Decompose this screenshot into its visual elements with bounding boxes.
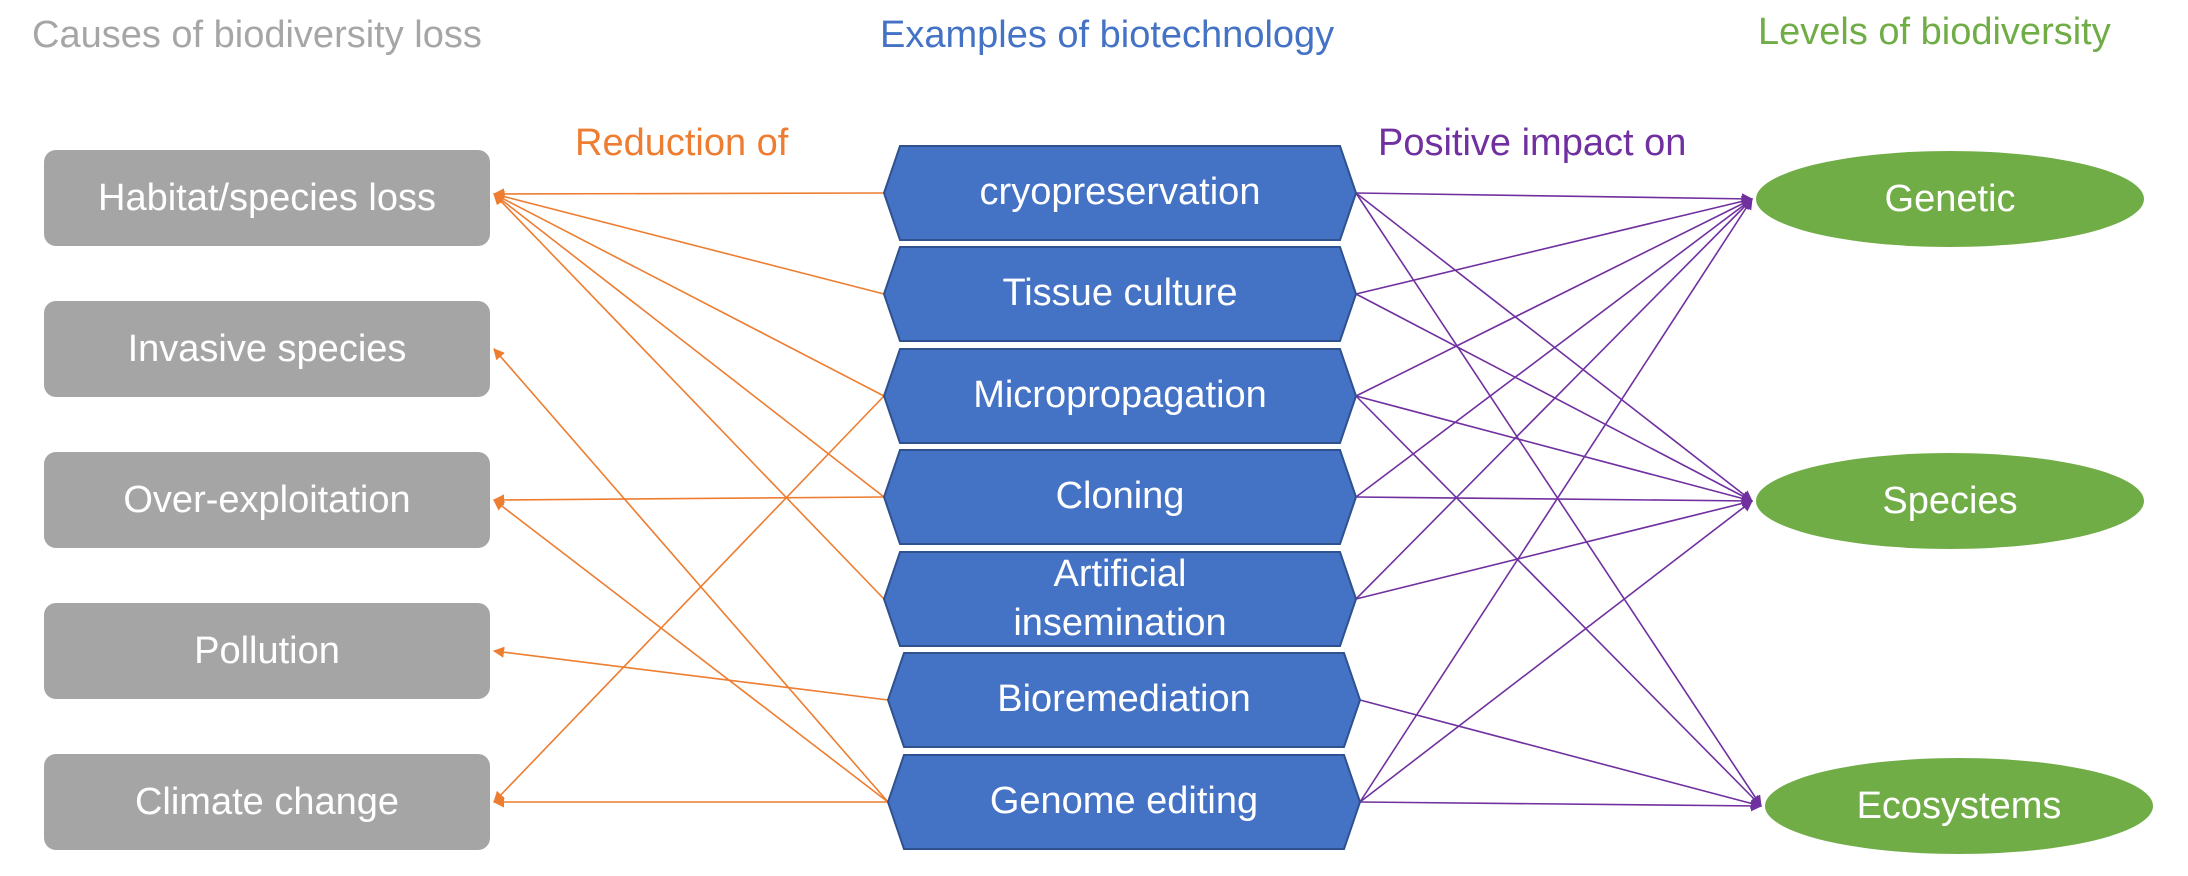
impact-arrow-cloning-to-species (1355, 495, 1754, 507)
impact-arrow-genome-editing-to-species (1359, 500, 1753, 803)
level-label-species: Species (1882, 479, 2018, 522)
level-label-ecosystems: Ecosystems (1856, 784, 2062, 827)
impact-links (1355, 192, 1763, 812)
impact-arrow-micropropagation-to-ecosystems (1355, 395, 1762, 807)
biotech-hexagon-bioremediation (886, 652, 1362, 748)
biotech-label-micropropagation: Micropropagation (973, 374, 1267, 417)
impact-arrow-genome-editing-to-ecosystems (1359, 800, 1763, 812)
impact-arrow-bioremediation-to-ecosystems (1359, 699, 1763, 809)
biotech-label-cryopreservation: cryopreservation (979, 171, 1261, 214)
cause-box-habitat-species-loss: Habitat/species loss (44, 150, 490, 246)
biotech-hexagon-micropropagation (882, 348, 1358, 444)
biotech-label-artificial-insemination: Artificial insemination (1013, 552, 1227, 644)
reduction-arrow-genome-editing-to-over-exploitation (493, 499, 889, 803)
reduction-arrow-bioremediation-to-pollution (492, 646, 889, 701)
biotech-heading: Examples of biotechnology (880, 14, 1335, 56)
cause-box-pollution: Pollution (44, 603, 490, 699)
biotech-label-genome-editing: Genome editing (989, 780, 1259, 823)
positive-impact-label: Positive impact on (1378, 122, 1687, 164)
reduction-arrow-cryopreservation-to-habitat-species-loss (492, 188, 885, 200)
impact-arrow-cryopreservation-to-genetic (1355, 192, 1754, 205)
biotech-label-tissue-culture: Tissue culture (1002, 272, 1238, 315)
impact-arrow-tissue-culture-to-genetic (1355, 195, 1754, 295)
impact-arrow-tissue-culture-to-species (1355, 293, 1753, 502)
biotech-hexagon-artificial-insemination (882, 551, 1358, 647)
reduction-arrow-genome-editing-to-invasive-species (493, 348, 889, 803)
reduction-arrow-artificial-insemination-to-habitat-species-loss (493, 193, 885, 600)
levels-heading: Levels of biodiversity (1758, 11, 2111, 53)
impact-arrow-micropropagation-to-genetic (1355, 198, 1754, 397)
biotech-hexagon-tissue-culture (882, 246, 1358, 342)
impact-arrow-artificial-insemination-to-species (1355, 497, 1754, 600)
cause-box-climate-change: Climate change (44, 754, 490, 850)
level-label-genetic: Genetic (1884, 177, 2016, 220)
reduction-arrow-cloning-to-over-exploitation (492, 494, 885, 506)
level-ellipse-ecosystems (1765, 758, 2153, 854)
level-ellipse-species (1756, 453, 2144, 549)
level-ellipse-genetic (1756, 151, 2144, 247)
impact-arrow-cloning-to-genetic (1355, 198, 1753, 498)
impact-arrow-micropropagation-to-species (1355, 395, 1754, 504)
reduction-arrow-tissue-culture-to-habitat-species-loss (492, 191, 885, 295)
impact-arrow-genome-editing-to-genetic (1359, 198, 1753, 803)
reduction-label: Reduction of (575, 122, 789, 164)
biotech-label-bioremediation: Bioremediation (997, 678, 1251, 721)
biotech-label-cloning: Cloning (1055, 475, 1185, 518)
impact-arrow-artificial-insemination-to-genetic (1355, 198, 1753, 600)
reduction-links (492, 188, 889, 808)
biotech-shapes (882, 145, 1362, 850)
biotech-hexagon-cloning (882, 449, 1358, 545)
causes-heading: Causes of biodiversity loss (32, 14, 482, 56)
reduction-arrow-micropropagation-to-climate-change (493, 395, 885, 803)
cause-box-over-exploitation: Over-exploitation (44, 452, 490, 548)
biotech-hexagon-genome-editing (886, 754, 1362, 850)
biotech-hexagon-cryopreservation (882, 145, 1358, 241)
cause-box-invasive-species: Invasive species (44, 301, 490, 397)
reduction-arrow-micropropagation-to-habitat-species-loss (493, 193, 885, 397)
level-shapes (1756, 151, 2153, 854)
reduction-arrow-cloning-to-habitat-species-loss (493, 193, 885, 498)
